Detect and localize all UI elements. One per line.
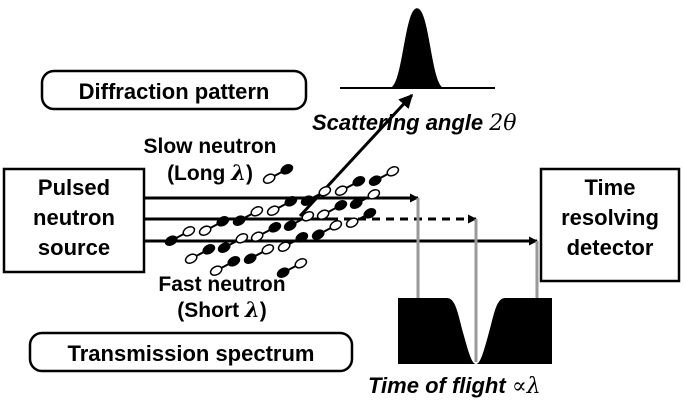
neutron-particle	[345, 208, 377, 228]
pulsed-neutron-source-box: Pulsed neutron source	[2, 167, 146, 274]
neutron-particle	[349, 189, 381, 209]
diffraction-peak	[340, 8, 495, 89]
neutron-particle	[368, 166, 400, 186]
neutron-particle	[184, 244, 216, 264]
neutron-particle	[262, 164, 294, 184]
slow-neutron-wavelength: (Long λ)	[167, 160, 253, 185]
time-resolving-detector-box: Time resolving detector	[539, 167, 681, 283]
neutron-particles	[164, 164, 400, 278]
diffraction-pattern-label: Diffraction pattern	[79, 79, 270, 104]
neutron-particle	[277, 232, 309, 252]
neutron-particle	[300, 186, 332, 206]
neutron-particle	[283, 211, 315, 231]
transmission-dip	[398, 298, 552, 364]
neutron-particle	[266, 196, 298, 216]
fast-neutron-wavelength: (Short λ)	[177, 297, 266, 322]
neutron-particle	[276, 258, 308, 278]
neutron-particle	[217, 233, 249, 253]
neutron-particle	[250, 222, 282, 242]
time-markers	[416, 198, 539, 362]
neutron-particle	[232, 206, 264, 226]
scattered-beam-arrow	[298, 93, 414, 218]
svg-text:neutron: neutron	[33, 205, 115, 230]
transmission-spectrum-label: Transmission spectrum	[68, 341, 315, 366]
svg-text:detector: detector	[567, 235, 654, 260]
neutron-particle	[316, 200, 348, 220]
transmission-spectrum-box: Transmission spectrum	[28, 331, 354, 373]
neutron-particle	[311, 220, 343, 240]
slow-neutron-label: Slow neutron	[144, 135, 277, 158]
svg-text:Time: Time	[585, 175, 636, 200]
svg-text:Pulsed: Pulsed	[38, 175, 110, 200]
neutron-particle	[243, 244, 275, 264]
neutron-particle	[198, 216, 230, 236]
scattering-angle-label: Scattering angle 2θ	[312, 110, 517, 136]
svg-text:source: source	[38, 235, 110, 260]
neutron-particle	[209, 256, 241, 276]
time-of-flight-label: Time of flight ∝λ	[368, 373, 541, 399]
svg-text:resolving: resolving	[561, 205, 659, 230]
neutron-particle	[164, 226, 196, 246]
fast-neutron-label: Fast neutron	[158, 273, 285, 296]
neutron-particle	[334, 176, 366, 196]
diffraction-pattern-box: Diffraction pattern	[40, 69, 308, 111]
